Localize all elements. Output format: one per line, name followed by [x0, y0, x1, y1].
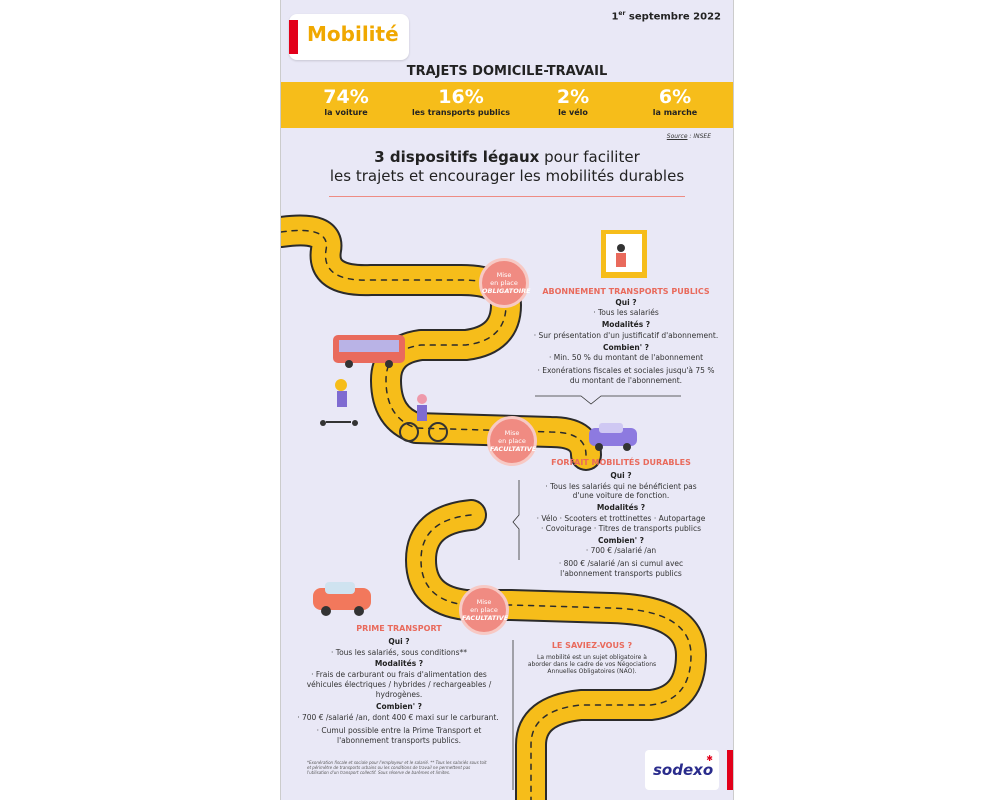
prime-combien: Combien' ? — [375, 702, 423, 711]
abonnement-title: ABONNEMENT TRANSPORTS PUBLICS — [542, 287, 710, 296]
forfait-combien-text-3: l'abonnement transports publics — [560, 569, 682, 578]
road-illustration — [281, 214, 707, 800]
purple-car-icon — [589, 423, 637, 451]
stat-transports: 16% les transports publics — [411, 86, 510, 117]
scooter-icon — [320, 379, 358, 426]
forfait-modalites: Modalités ? — [596, 503, 646, 512]
stat-voiture: 74% la voiture — [323, 86, 369, 117]
prime-combien-text-1: · 700 € /salarié /an, dont 400 € maxi su… — [297, 713, 499, 722]
prime-combien-text-2: · Cumul possible entre la Prime Transpor… — [316, 726, 482, 735]
bus-icon — [333, 335, 405, 368]
forfait-qui-text-1: · Tous les salariés qui ne bénéficient p… — [545, 482, 697, 491]
abonnement-combien-text-3: du montant de l'abonnement. — [569, 376, 683, 385]
forfait-combien-text-2: · 800 € /salarié /an si cumul avec — [558, 559, 684, 568]
star-icon: ✱ — [706, 754, 713, 763]
sodexo-logo: sodexo ✱ — [645, 750, 719, 790]
headline: 3 dispositifs légaux pour faciliter les … — [329, 148, 685, 185]
prime-modalites-text-3: hydrogènes. — [375, 690, 423, 699]
prime-qui-text: · Tous les salariés, sous conditions** — [331, 648, 467, 657]
badge-label: Mobilité — [307, 22, 399, 46]
forfait-combien-text-1: · 700 € /salarié /an — [585, 546, 657, 555]
prime-title: PRIME TRANSPORT — [356, 624, 442, 633]
abonnement-modalites: Modalités ? — [601, 320, 651, 329]
footnote: *Exonération fiscale et sociale pour l'e… — [307, 760, 487, 775]
stat-velo: 2% le vélo — [556, 86, 590, 117]
forfait-modalites-text-1: · Vélo · Scooters et trottinettes · Auto… — [536, 514, 706, 523]
saviez-text-2: aborder dans le cadre de vos Négociation… — [527, 661, 657, 668]
source-note: Source : INSEE — [666, 133, 711, 140]
category-badge: Mobilité — [289, 14, 409, 60]
forfait-modalites-text-2: · Covoiturage · Titres de transports pub… — [541, 524, 701, 533]
forfait-qui-text-2: d'une voiture de fonction. — [572, 491, 670, 500]
bicycle-icon — [399, 394, 448, 442]
stats-band: 74% la voiture 16% les transports public… — [281, 82, 733, 128]
forfait-qui: Qui ? — [610, 471, 632, 480]
prime-qui: Qui ? — [388, 637, 410, 646]
saviez-title: LE SAVIEZ-VOUS ? — [551, 641, 633, 650]
prime-modalites-text-1: · Frais de carburant ou frais d'alimenta… — [311, 670, 487, 679]
saviez-text-1: La mobilité est un sujet obligatoire à — [537, 654, 647, 661]
prime-modalites-text-2: véhicules électriques / hybrides / recha… — [306, 680, 492, 689]
forfait-title: FORFAIT MOBILITÉS DURABLES — [551, 458, 691, 467]
tram-passenger-icon — [601, 230, 647, 278]
brand-stripe — [727, 750, 733, 790]
abonnement-combien-text-2: · Exonérations fiscales et sociales jusq… — [537, 366, 715, 375]
abonnement-combien: Combien' ? — [602, 343, 650, 352]
abonnement-qui: Qui ? — [615, 298, 637, 307]
abonnement-combien-text-1: · Min. 50 % du montant de l'abonnement — [548, 353, 704, 362]
divider — [329, 196, 685, 197]
abonnement-modalites-text: · Sur présentation d'un justificatif d'a… — [533, 331, 719, 340]
abonnement-qui-text: · Tous les salariés — [593, 308, 659, 317]
trajets-title: TRAJETS DOMICILE-TRAVAIL — [406, 64, 608, 79]
infographic-poster: Mobilité 1er septembre 2022 TRAJETS DOMI… — [280, 0, 734, 800]
saviez-text-3: Annuelles Obligatoires (NAO). — [547, 668, 637, 675]
prime-combien-text-3: l'abonnement transports publics. — [336, 736, 461, 745]
stat-marche: 6% la marche — [652, 86, 698, 117]
forfait-combien: Combien' ? — [597, 536, 645, 545]
orange-car-icon — [313, 582, 371, 616]
prime-modalites: Modalités ? — [374, 659, 424, 668]
publication-date: 1er septembre 2022 — [611, 10, 721, 23]
